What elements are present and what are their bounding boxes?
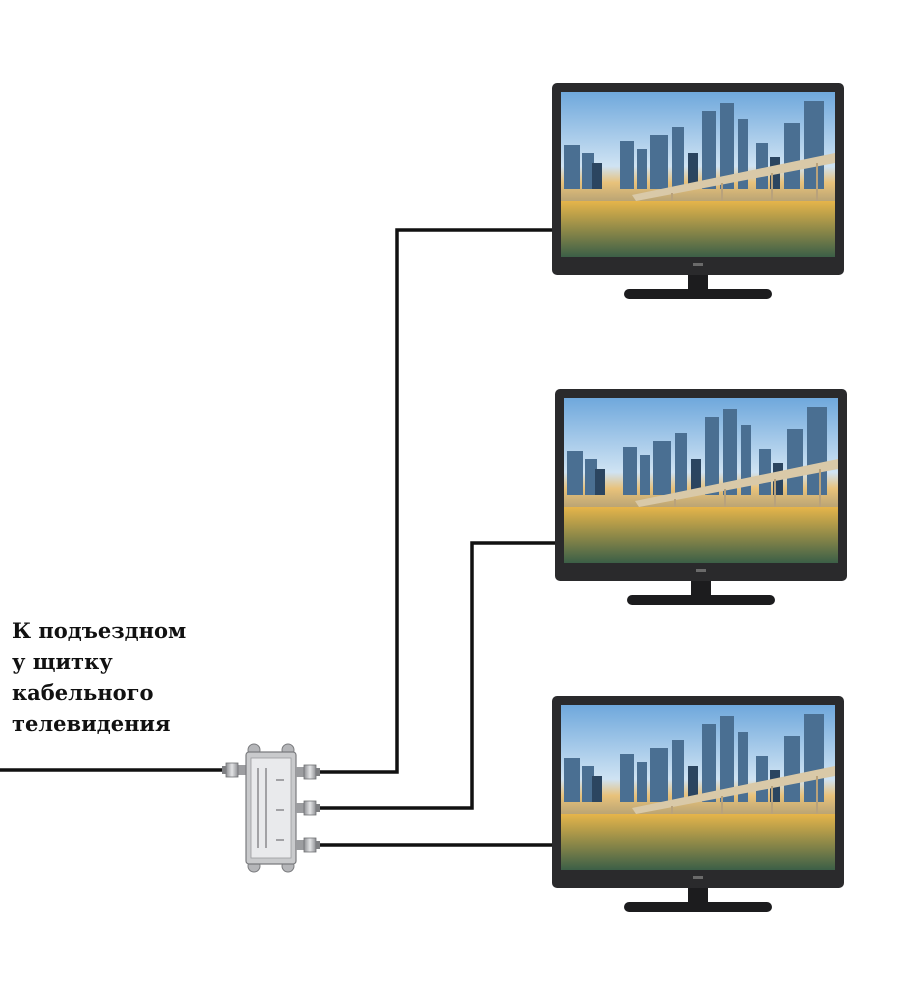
cable-to-tv-2 [318, 541, 555, 810]
tv-icon [551, 82, 845, 300]
coax-splitter-icon [221, 743, 321, 873]
tv-icon [554, 388, 848, 606]
tv-icon [551, 695, 845, 913]
cable-to-tv-1 [318, 228, 553, 774]
cable-source-label: К подъездном у щитку кабельного телевиде… [12, 618, 187, 736]
